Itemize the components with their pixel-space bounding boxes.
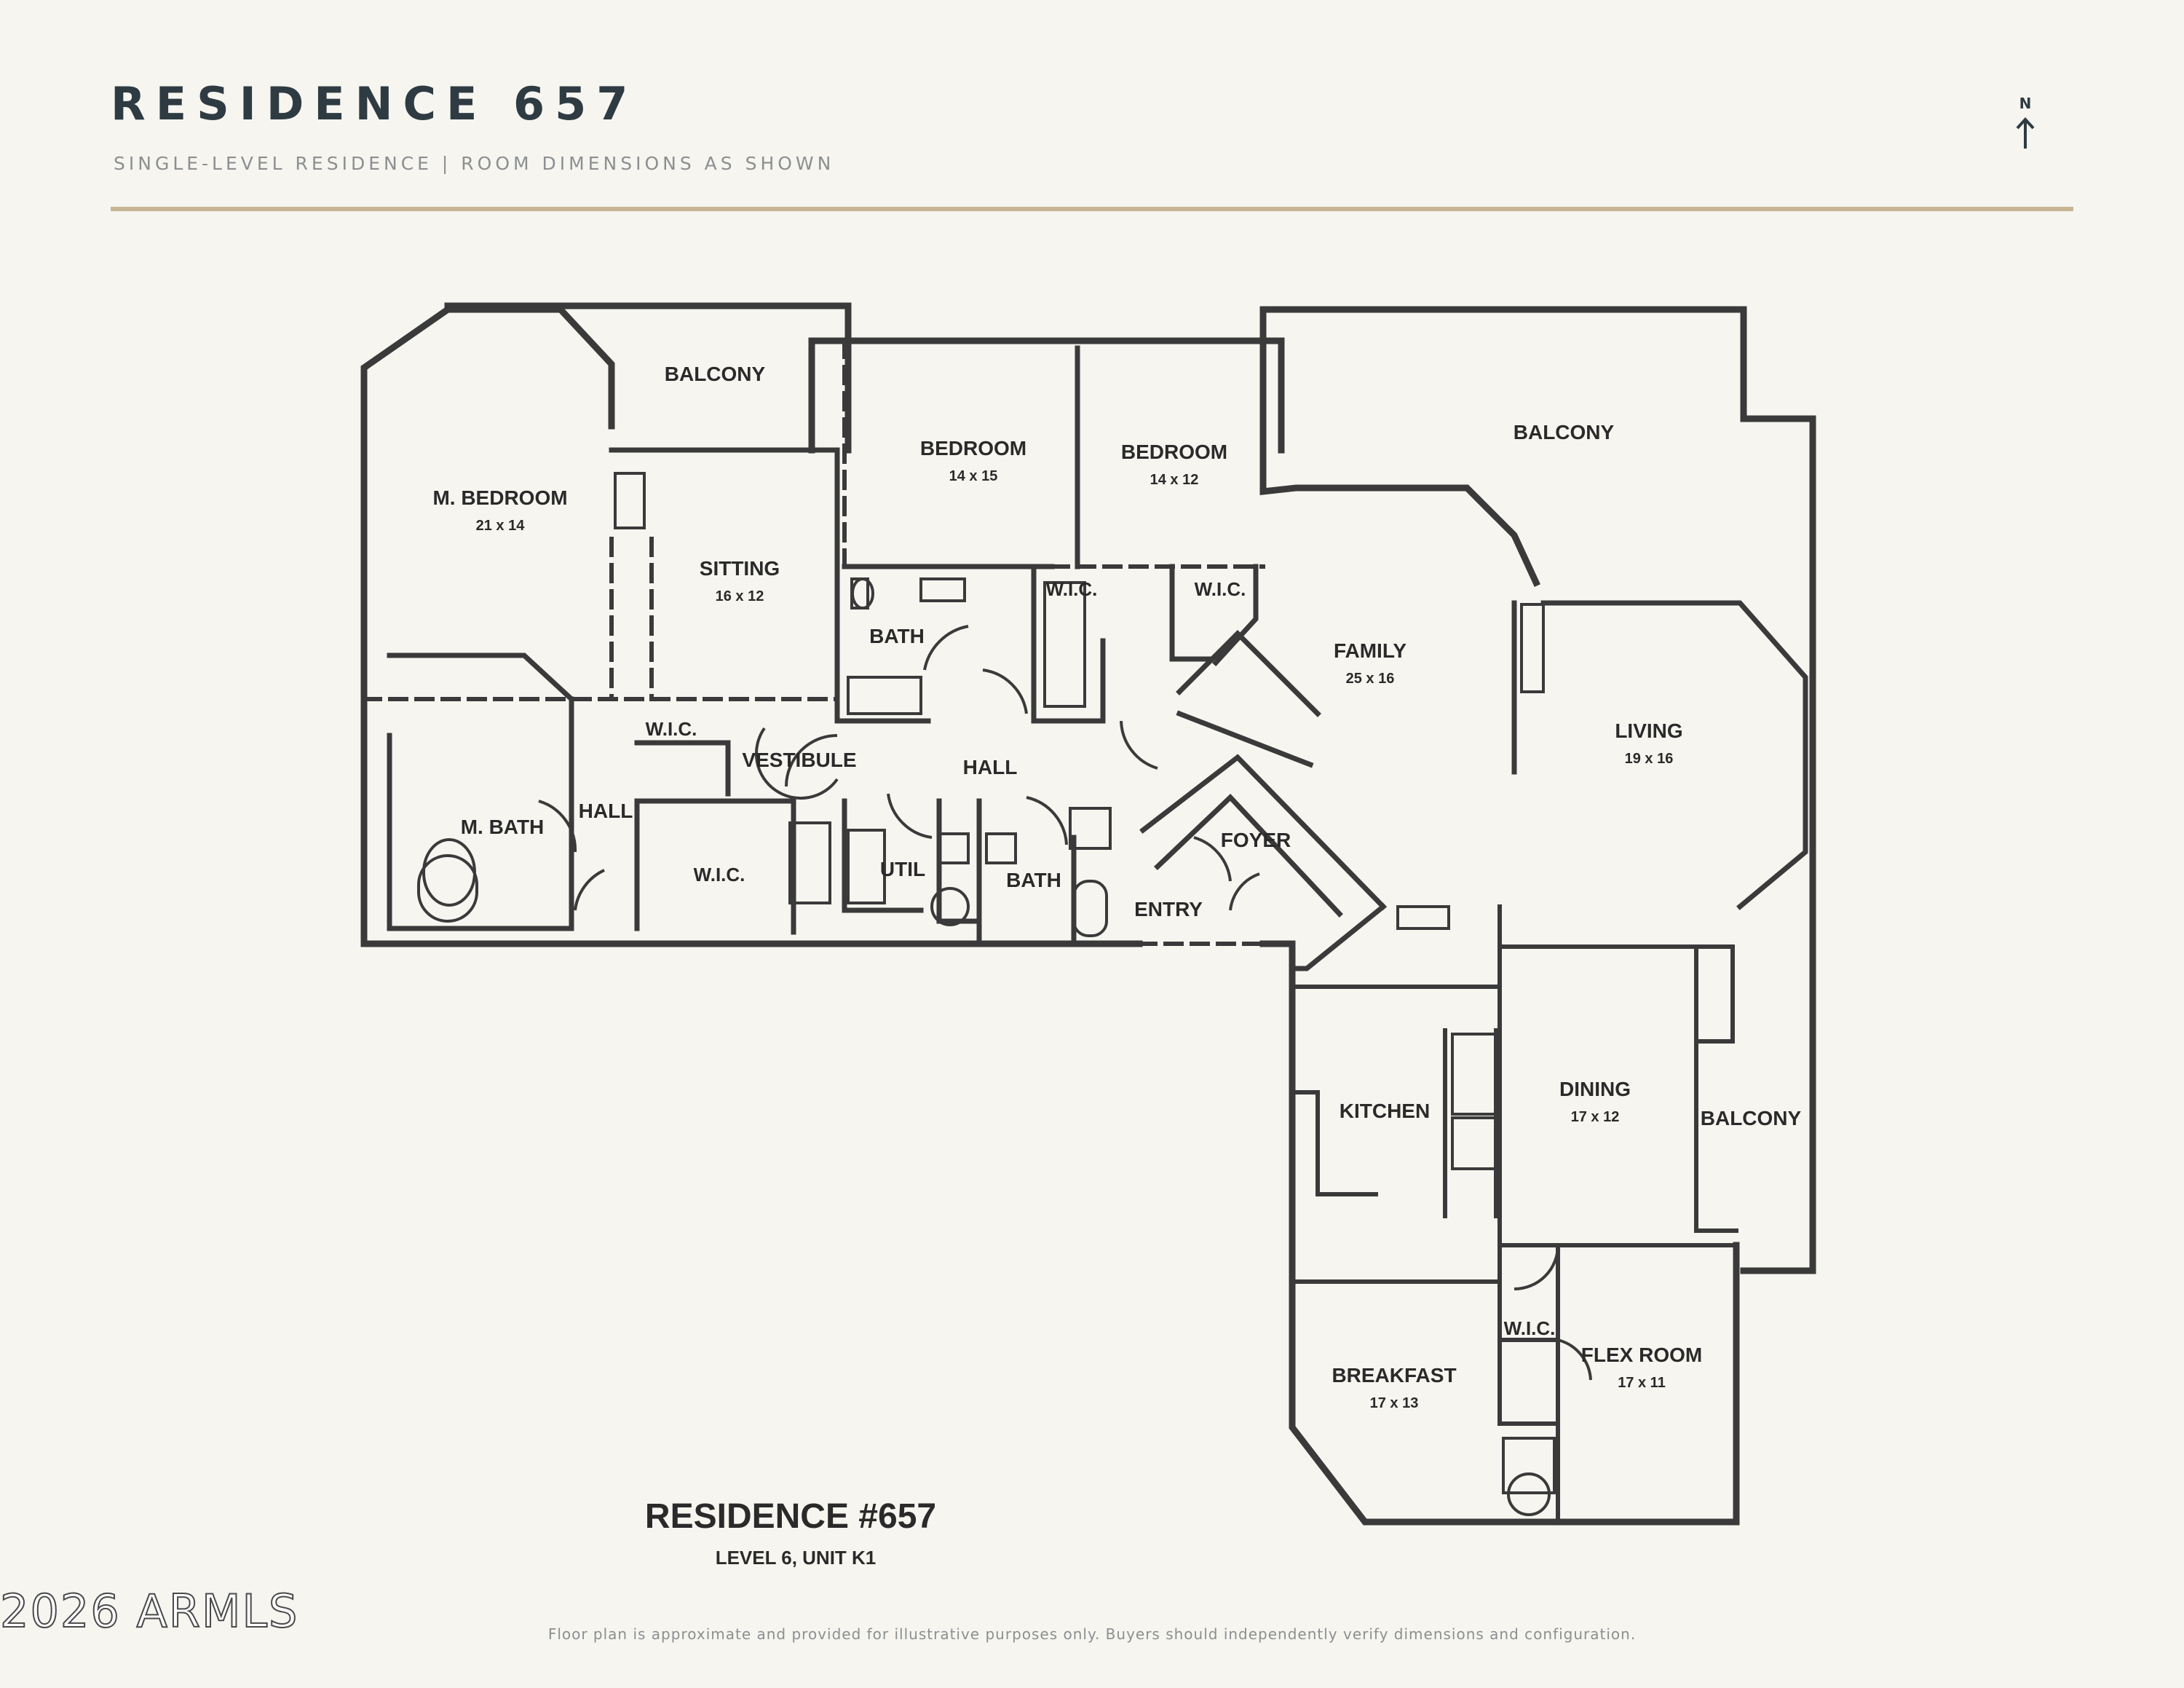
room-label-wic-4: W.I.C. bbox=[694, 864, 745, 886]
room-label-wic-5: W.I.C. bbox=[1504, 1317, 1556, 1339]
room-labels: BALCONY M. BEDROOM 21 x 14 SITTING 16 x … bbox=[432, 363, 1801, 1569]
room-label-wic-1: W.I.C. bbox=[1046, 578, 1098, 600]
room-label-dining: DINING bbox=[1559, 1078, 1631, 1100]
room-dim-family: 25 x 16 bbox=[1346, 671, 1395, 687]
room-dim-flex-room: 17 x 11 bbox=[1618, 1375, 1666, 1391]
room-label-family: FAMILY bbox=[1334, 639, 1406, 662]
room-dim-breakfast: 17 x 13 bbox=[1370, 1395, 1419, 1411]
room-label-sitting: SITTING bbox=[700, 557, 780, 580]
watermark: 2026 ARMLS bbox=[0, 1585, 299, 1638]
north-arrow-icon bbox=[2016, 117, 2035, 149]
room-label-kitchen: KITCHEN bbox=[1340, 1100, 1430, 1122]
room-label-bath-2: BATH bbox=[1006, 869, 1061, 891]
room-label-hall-1: HALL bbox=[963, 756, 1018, 778]
room-label-balcony-ne: BALCONY bbox=[1514, 421, 1615, 443]
floor-plan-fixtures bbox=[417, 472, 1556, 1516]
room-label-balcony-e: BALCONY bbox=[1701, 1107, 1802, 1129]
room-label-wic-3: W.I.C. bbox=[646, 718, 697, 740]
disclaimer: Floor plan is approximate and provided f… bbox=[547, 1625, 1637, 1643]
header-divider bbox=[111, 207, 2073, 211]
room-label-flex-room: FLEX ROOM bbox=[1581, 1344, 1702, 1366]
room-dim-living: 19 x 16 bbox=[1625, 751, 1674, 767]
plan-subtitle: LEVEL 6, UNIT K1 bbox=[716, 1547, 877, 1569]
room-label-m-bath: M. BATH bbox=[461, 816, 545, 838]
plan-title: RESIDENCE #657 bbox=[645, 1497, 936, 1536]
room-label-vestibule: VESTIBULE bbox=[742, 749, 856, 771]
floor-plan-doors bbox=[538, 625, 1592, 1381]
room-dim-bedroom-1: 14 x 15 bbox=[949, 468, 998, 484]
room-label-util: UTIL bbox=[880, 858, 925, 880]
room-label-entry: ENTRY bbox=[1134, 898, 1203, 920]
room-label-living: LIVING bbox=[1615, 719, 1682, 742]
room-label-breakfast: BREAKFAST bbox=[1332, 1364, 1456, 1387]
room-label-m-bedroom: M. BEDROOM bbox=[432, 486, 567, 509]
room-label-balcony-nw: BALCONY bbox=[665, 363, 766, 385]
room-dim-bedroom-2: 14 x 12 bbox=[1150, 472, 1199, 488]
room-label-foyer: FOYER bbox=[1221, 829, 1291, 851]
room-dim-m-bedroom: 21 x 14 bbox=[476, 518, 526, 534]
room-dim-sitting: 16 x 12 bbox=[716, 588, 764, 604]
room-label-wic-2: W.I.C. bbox=[1195, 578, 1246, 600]
north-indicator: N bbox=[2011, 96, 2040, 162]
north-label: N bbox=[2019, 95, 2032, 112]
page-subtitle: SINGLE-LEVEL RESIDENCE | ROOM DIMENSIONS… bbox=[114, 153, 835, 174]
room-label-bath-1: BATH bbox=[869, 625, 925, 647]
page-title: RESIDENCE 657 bbox=[111, 77, 638, 130]
room-label-hall-2: HALL bbox=[579, 800, 633, 822]
room-label-bedroom-1: BEDROOM bbox=[920, 437, 1026, 460]
floor-plan-walls bbox=[360, 302, 1816, 1526]
room-dim-dining: 17 x 12 bbox=[1571, 1109, 1620, 1125]
room-label-bedroom-2: BEDROOM bbox=[1121, 441, 1227, 463]
